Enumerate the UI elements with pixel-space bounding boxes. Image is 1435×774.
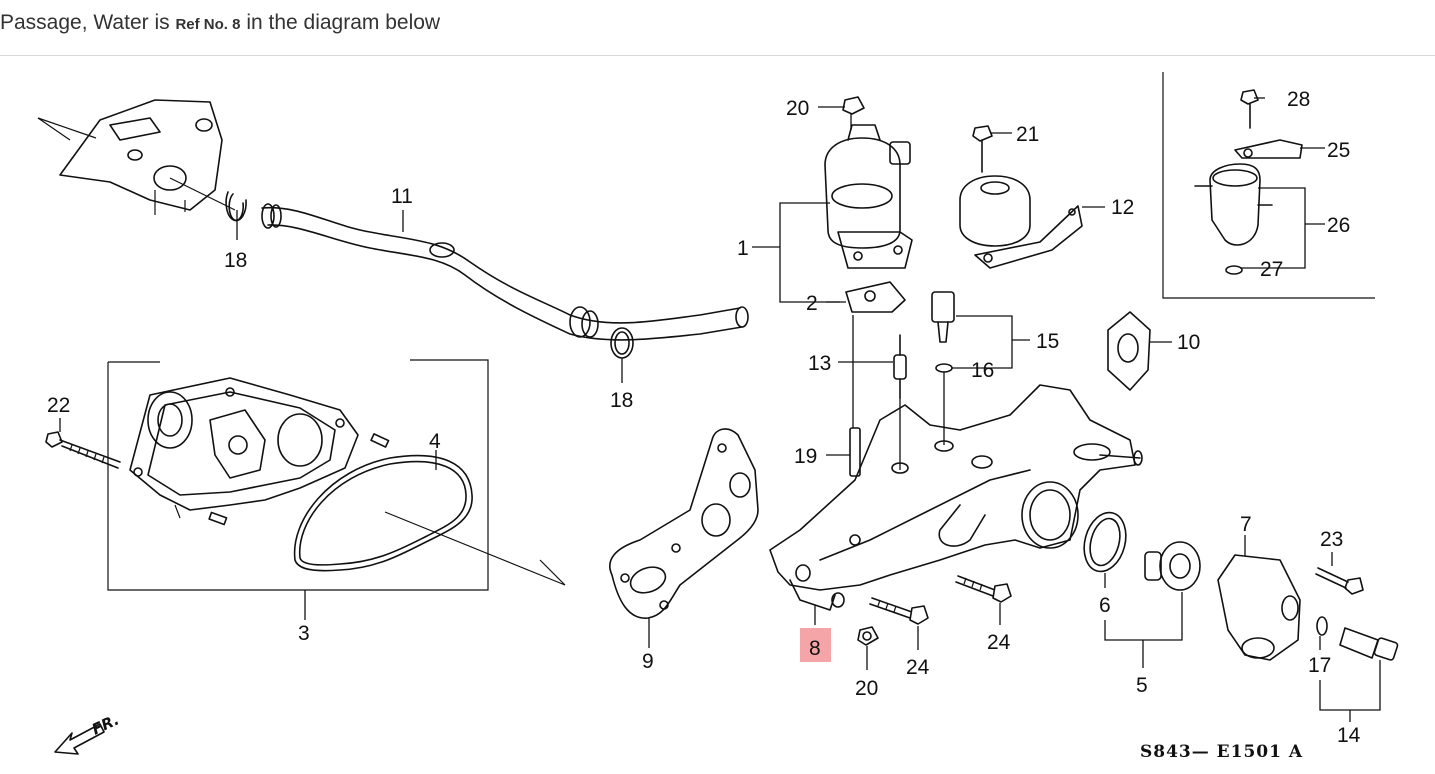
label-6: 6 — [1099, 594, 1111, 617]
label-12: 12 — [1111, 196, 1134, 219]
header-caption: Passage, Water is Ref No. 8 in the diagr… — [0, 11, 440, 35]
temp-sensor-15 — [931, 291, 955, 373]
front-arrow: FR. — [54, 711, 122, 755]
label-20-bottom: 20 — [855, 677, 878, 700]
water-passage-8 — [769, 384, 1143, 611]
front-mark-text: FR. — [89, 711, 122, 739]
thermostat-gasket-6 — [1083, 511, 1127, 573]
stud-19 — [849, 427, 861, 477]
label-24-left: 24 — [906, 656, 930, 679]
label-28: 28 — [1287, 88, 1310, 111]
ref-number: Ref No. 8 — [175, 16, 241, 33]
label-27: 27 — [1260, 258, 1283, 281]
nut-20b — [857, 626, 879, 646]
label-7: 7 — [1240, 513, 1252, 536]
thermostat-housing-7 — [1217, 554, 1301, 661]
egr-valve-1 — [824, 96, 913, 269]
label-21: 21 — [1016, 123, 1039, 146]
label-10: 10 — [1177, 331, 1200, 354]
label-11: 11 — [391, 185, 413, 208]
label-23: 23 — [1320, 528, 1343, 551]
water-pipe-11 — [261, 203, 749, 341]
o-ring-18a — [225, 191, 247, 222]
o-ring-18b — [610, 327, 634, 359]
label-24-right: 24 — [987, 631, 1011, 654]
diagram-code: S843— E1501 A — [1140, 742, 1303, 762]
water-pump-assembly — [107, 359, 566, 591]
bolt-24b — [955, 575, 1012, 603]
label-17: 17 — [1308, 654, 1331, 677]
label-15: 15 — [1036, 330, 1059, 353]
gasket-10 — [1107, 311, 1151, 391]
label-1: 1 — [737, 237, 749, 260]
label-25: 25 — [1327, 139, 1350, 162]
header-suffix: in the diagram below — [240, 11, 441, 34]
label-19: 19 — [794, 445, 817, 468]
label-18-middle: 18 — [610, 389, 633, 412]
label-22: 22 — [47, 394, 70, 417]
label-5: 5 — [1136, 674, 1148, 697]
label-8: 8 — [809, 637, 821, 660]
bolt-22 — [45, 431, 121, 469]
sensor-13 — [893, 334, 907, 399]
label-18-top: 18 — [224, 249, 247, 272]
bolt-24a — [869, 597, 929, 625]
label-9: 9 — [642, 650, 654, 673]
bolt-23 — [1315, 567, 1364, 595]
gasket-9 — [609, 428, 759, 619]
label-14: 14 — [1337, 724, 1361, 747]
thermostat-5 — [1144, 541, 1201, 591]
egr-gasket-2 — [845, 281, 906, 313]
part-labels: 1 2 3 4 5 6 7 8 9 10 11 12 13 14 15 16 1… — [47, 88, 1361, 747]
label-13: 13 — [808, 352, 831, 375]
control-valve-12 — [959, 125, 1083, 269]
leader-lines — [59, 97, 1381, 722]
label-20-top: 20 — [786, 97, 809, 120]
ref-8-highlight — [800, 628, 831, 662]
inset-box — [1162, 72, 1375, 299]
cylinder-head-fragment — [37, 99, 236, 215]
label-16: 16 — [971, 359, 994, 382]
header-prefix: Passage, Water is — [0, 11, 176, 34]
page-header: Passage, Water is Ref No. 8 in the diagr… — [0, 0, 1435, 56]
label-26: 26 — [1327, 214, 1350, 237]
temp-switch-14 — [1316, 616, 1399, 661]
label-3: 3 — [298, 622, 310, 645]
label-2: 2 — [806, 292, 818, 315]
label-4: 4 — [429, 430, 441, 453]
